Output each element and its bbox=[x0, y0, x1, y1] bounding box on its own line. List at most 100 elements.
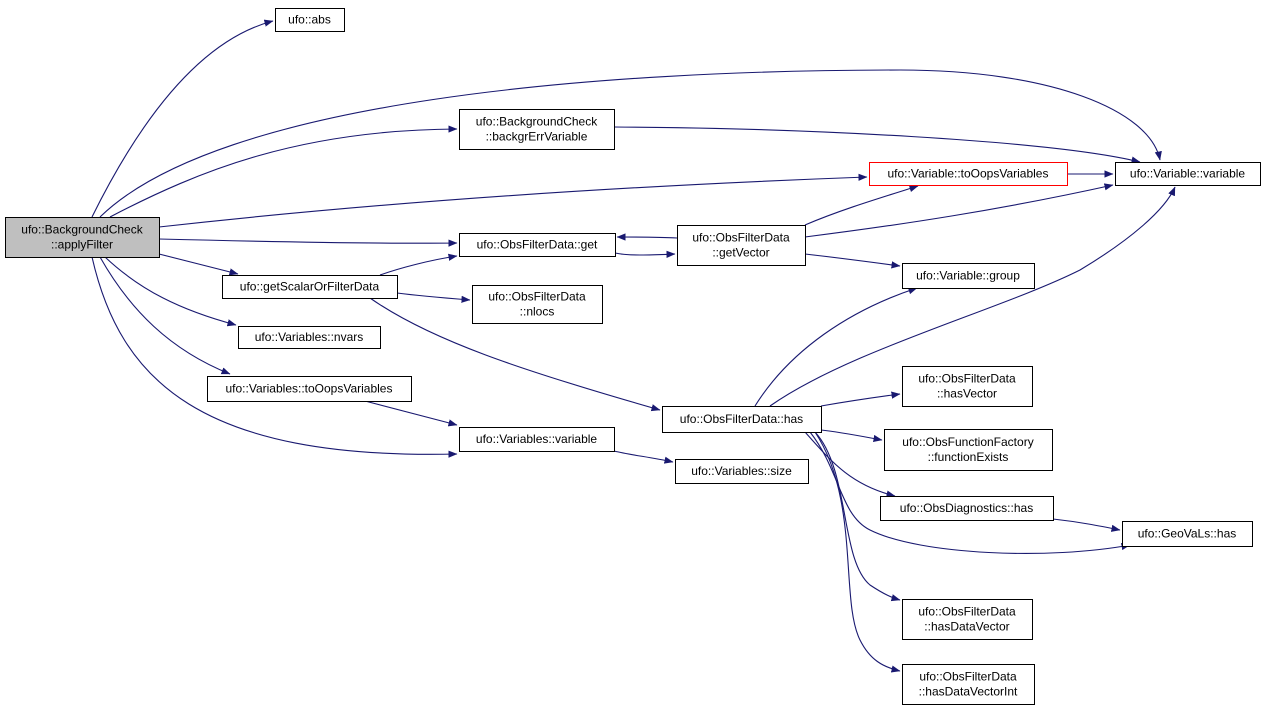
node-variables-size[interactable]: ufo::Variables::size bbox=[675, 459, 809, 484]
edge-obsdiagnostics-has-to-geovals-has bbox=[1052, 518, 1121, 532]
nodes: ufo::BackgroundCheck::applyFilter ufo::ab… bbox=[5, 8, 1261, 705]
node-box[interactable] bbox=[880, 496, 1054, 521]
node-label: ::nlocs bbox=[520, 305, 555, 319]
node-box[interactable] bbox=[459, 427, 615, 452]
node-label: ufo::abs bbox=[288, 13, 331, 27]
edge-apply-filter-to-variable-variable bbox=[99, 69, 1162, 218]
edge-arrow bbox=[814, 431, 901, 602]
edge-obsfilterdata-has-to-obsfunctionfactory-function-exists bbox=[820, 429, 883, 443]
node-label: ufo::ObsFunctionFactory bbox=[902, 435, 1033, 449]
node-obsfilterdata-get[interactable]: ufo::ObsFilterData::get bbox=[459, 233, 616, 257]
node-box[interactable] bbox=[459, 109, 615, 150]
edge-arrow bbox=[1052, 518, 1121, 532]
node-label: ::hasDataVectorInt bbox=[919, 685, 1018, 699]
node-box[interactable] bbox=[5, 217, 160, 258]
node-obsfilterdata-nlocs[interactable]: ufo::ObsFilterData::nlocs bbox=[472, 285, 603, 324]
node-label: ufo::BackgroundCheck bbox=[476, 115, 598, 129]
edge-arrow bbox=[804, 253, 901, 269]
node-variables-to-oops-variables[interactable]: ufo::Variables::toOopsVariables bbox=[207, 376, 412, 402]
edge-arrow bbox=[369, 297, 661, 412]
node-label: ufo::Variable::group bbox=[916, 269, 1020, 283]
edge-variables-variable-to-variables-size bbox=[613, 450, 674, 464]
node-box[interactable] bbox=[472, 285, 603, 324]
node-label: ufo::ObsFilterData::has bbox=[680, 412, 803, 426]
edge-arrow bbox=[613, 126, 1141, 164]
node-variable-variable[interactable]: ufo::Variable::variable bbox=[1115, 162, 1261, 186]
edge-arrow bbox=[396, 292, 471, 303]
node-variable-group[interactable]: ufo::Variable::group bbox=[902, 263, 1035, 289]
node-box[interactable] bbox=[675, 459, 809, 484]
node-label: ::hasDataVector bbox=[924, 620, 1009, 634]
node-box[interactable] bbox=[869, 162, 1068, 186]
node-box[interactable] bbox=[459, 233, 616, 257]
edge-apply-filter-to-variable-to-oops-variables bbox=[158, 173, 868, 228]
node-box[interactable] bbox=[275, 8, 345, 32]
node-box[interactable] bbox=[662, 406, 822, 433]
node-label: ufo::Variables::toOopsVariables bbox=[226, 382, 393, 396]
node-label: ufo::BackgroundCheck bbox=[21, 223, 143, 237]
node-variables-variable[interactable]: ufo::Variables::variable bbox=[459, 427, 615, 452]
edge-obsfilterdata-get-vector-to-obsfilterdata-get bbox=[616, 233, 678, 241]
edge-apply-filter-to-variables-nvars bbox=[104, 256, 237, 327]
node-box[interactable] bbox=[1122, 521, 1253, 547]
edge-get-scalar-or-filter-data-to-obsfilterdata-has bbox=[369, 297, 661, 412]
node-label: ufo::ObsFilterData bbox=[918, 372, 1016, 386]
node-label: ufo::ObsDiagnostics::has bbox=[900, 501, 1033, 515]
edge-arrow bbox=[616, 233, 678, 241]
node-obsdiagnostics-has[interactable]: ufo::ObsDiagnostics::has bbox=[880, 496, 1054, 521]
edge-arrow bbox=[364, 400, 458, 427]
node-label: ::getVector bbox=[712, 246, 769, 260]
node-apply-filter[interactable]: ufo::BackgroundCheck::applyFilter bbox=[5, 217, 160, 258]
node-label: ufo::getScalarOrFilterData bbox=[240, 280, 380, 294]
node-label: ufo::GeoVaLs::has bbox=[1138, 527, 1237, 541]
node-box[interactable] bbox=[902, 664, 1035, 705]
node-obsfilterdata-has-data-vector-int[interactable]: ufo::ObsFilterData::hasDataVectorInt bbox=[902, 664, 1035, 705]
node-obsfilterdata-has[interactable]: ufo::ObsFilterData::has bbox=[662, 406, 822, 433]
edge-arrow bbox=[809, 431, 1131, 554]
node-box[interactable] bbox=[902, 263, 1035, 289]
edge-arrow bbox=[820, 391, 901, 407]
edge-apply-filter-to-obsfilterdata-get bbox=[158, 238, 458, 247]
node-abs[interactable]: ufo::abs bbox=[275, 8, 345, 32]
node-label: ufo::ObsFilterData bbox=[488, 290, 586, 304]
node-geovals-has[interactable]: ufo::GeoVaLs::has bbox=[1122, 521, 1253, 547]
edge-obsfilterdata-get-to-obsfilterdata-get-vector bbox=[614, 250, 676, 258]
edge-obsfilterdata-has-to-obsdiagnostics-has bbox=[804, 431, 896, 498]
edge-arrow bbox=[91, 19, 274, 218]
edge-arrow bbox=[769, 186, 1176, 407]
node-box[interactable] bbox=[902, 366, 1033, 407]
edge-obsfilterdata-get-vector-to-variable-variable bbox=[804, 183, 1114, 238]
node-label: ufo::Variables::variable bbox=[476, 432, 598, 446]
edge-arrow bbox=[109, 125, 458, 218]
edge-arrow bbox=[91, 256, 458, 458]
node-obsfilterdata-has-vector[interactable]: ufo::ObsFilterData::hasVector bbox=[902, 366, 1033, 407]
edge-arrow bbox=[820, 429, 883, 443]
node-label: ufo::Variable::toOopsVariables bbox=[888, 167, 1049, 181]
node-obsfilterdata-get-vector[interactable]: ufo::ObsFilterData::getVector bbox=[677, 225, 806, 266]
edge-obsfilterdata-get-vector-to-variable-to-oops-variables bbox=[804, 185, 919, 226]
node-label: ufo::Variables::nvars bbox=[255, 330, 364, 344]
edge-apply-filter-to-get-scalar-or-filter-data bbox=[158, 253, 239, 276]
node-backgr-err-variable[interactable]: ufo::BackgroundCheck::backgrErrVariable bbox=[459, 109, 615, 150]
node-obsfunctionfactory-function-exists[interactable]: ufo::ObsFunctionFactory::functionExists bbox=[884, 429, 1053, 471]
node-box[interactable] bbox=[1115, 162, 1261, 186]
node-variable-to-oops-variables[interactable]: ufo::Variable::toOopsVariables bbox=[869, 162, 1068, 186]
node-box[interactable] bbox=[884, 429, 1053, 471]
node-box[interactable] bbox=[677, 225, 806, 266]
edge-arrow bbox=[613, 450, 674, 464]
node-box[interactable] bbox=[207, 376, 412, 402]
node-box[interactable] bbox=[902, 599, 1033, 640]
node-label: ::backgrErrVariable bbox=[486, 130, 588, 144]
node-label: ::applyFilter bbox=[51, 238, 113, 252]
edge-arrow bbox=[99, 256, 231, 375]
edge-arrow bbox=[804, 431, 896, 498]
edge-get-scalar-or-filter-data-to-obsfilterdata-get bbox=[379, 253, 458, 276]
node-get-scalar-or-filter-data[interactable]: ufo::getScalarOrFilterData bbox=[222, 275, 398, 299]
node-obsfilterdata-has-data-vector[interactable]: ufo::ObsFilterData::hasDataVector bbox=[902, 599, 1033, 640]
node-label: ::hasVector bbox=[937, 387, 997, 401]
node-box[interactable] bbox=[238, 326, 381, 349]
edge-arrow bbox=[99, 69, 1162, 218]
node-box[interactable] bbox=[222, 275, 398, 299]
edge-arrow bbox=[614, 250, 676, 258]
node-variables-nvars[interactable]: ufo::Variables::nvars bbox=[238, 326, 381, 349]
